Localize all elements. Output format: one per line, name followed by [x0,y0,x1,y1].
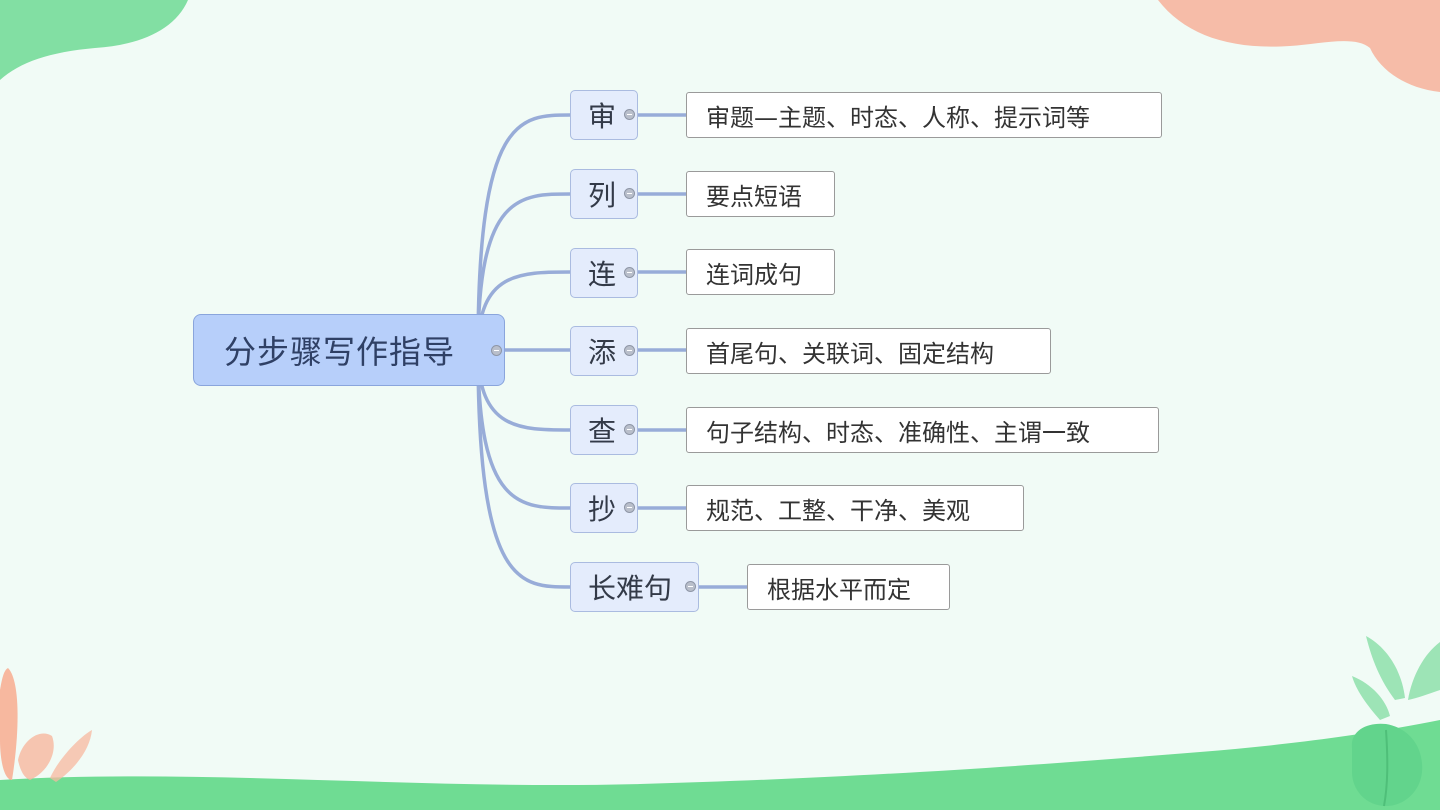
detail-label: 根据水平而定 [767,575,911,604]
detail-lie[interactable]: 要点短语 [686,171,835,217]
bottom-right-leaf-icon [1352,636,1440,720]
branch-changnanju[interactable]: 长难句 [570,562,699,612]
branch-label: 查 [588,415,617,448]
detail-label: 首尾句、关联词、固定结构 [706,339,994,368]
detail-shen[interactable]: 审题—主题、时态、人称、提示词等 [686,92,1162,138]
detail-label: 连词成句 [706,260,802,289]
branch-label: 列 [588,179,617,212]
top-right-peach-blob [1158,0,1440,92]
detail-chao[interactable]: 规范、工整、干净、美观 [686,485,1024,531]
root-topic[interactable]: 分步骤写作指导 [193,314,505,386]
detail-label: 句子结构、时态、准确性、主谓一致 [706,418,1090,447]
branch-label: 审 [588,100,617,133]
collapse-icon[interactable] [624,109,635,120]
collapse-icon[interactable] [624,267,635,278]
root-branch-connector [476,348,572,589]
branch-cha[interactable]: 查 [570,405,638,455]
bottom-green-wave [0,720,1440,810]
root-topic-label: 分步骤写作指导 [224,333,456,371]
branch-label: 添 [588,336,617,369]
detail-cha[interactable]: 句子结构、时态、准确性、主谓一致 [686,407,1159,453]
detail-tian[interactable]: 首尾句、关联词、固定结构 [686,328,1051,374]
root-branch-connector [476,192,572,352]
branch-chao[interactable]: 抄 [570,483,638,533]
monstera-leaf-icon [1351,723,1423,807]
detail-changnanju[interactable]: 根据水平而定 [747,564,950,610]
root-collapse-icon[interactable] [491,345,502,356]
detail-label: 要点短语 [706,182,802,211]
branch-label: 抄 [588,493,617,526]
top-left-green-blob [0,0,188,80]
root-branch-connector [476,113,572,352]
detail-label: 审题—主题、时态、人称、提示词等 [706,103,1090,132]
collapse-icon[interactable] [685,581,696,592]
branch-shen[interactable]: 审 [570,90,638,140]
collapse-icon[interactable] [624,424,635,435]
bottom-left-leaf-icon [0,668,92,782]
collapse-icon[interactable] [624,188,635,199]
detail-lian[interactable]: 连词成句 [686,249,835,295]
collapse-icon[interactable] [624,502,635,513]
collapse-icon[interactable] [624,345,635,356]
detail-label: 规范、工整、干净、美观 [706,496,970,525]
branch-label: 长难句 [588,572,673,605]
branch-label: 连 [588,258,617,291]
